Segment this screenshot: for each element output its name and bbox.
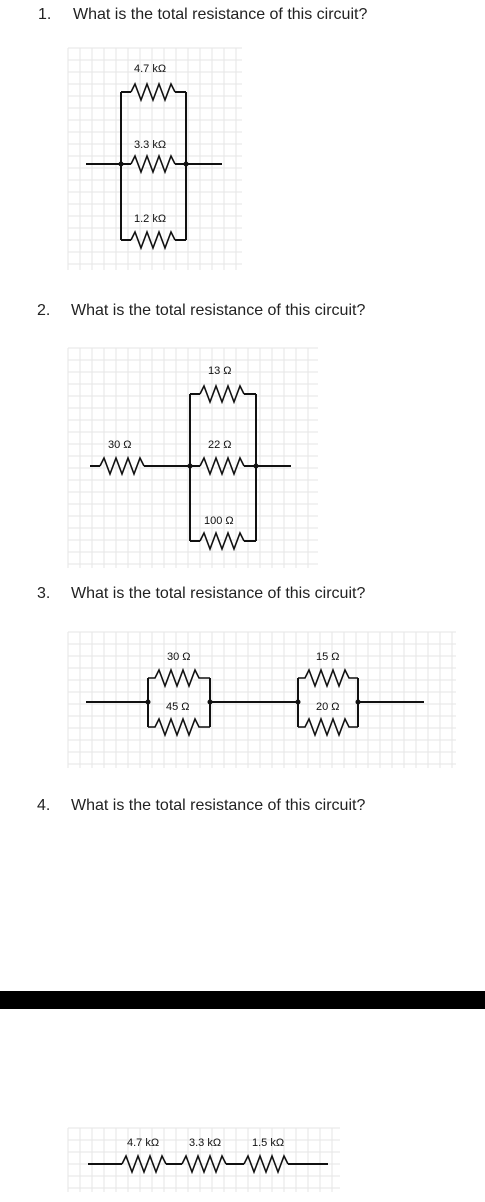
question-number: 4. [37, 797, 51, 814]
resistor-3-3k [130, 153, 176, 175]
question-number: 3. [37, 585, 51, 602]
question-text: What is the total resistance of this cir… [71, 302, 366, 319]
question-text: What is the total resistance of this cir… [71, 585, 366, 602]
label-3-3k-series: 3.3 kΩ [189, 1137, 221, 1149]
question-number: 1. [38, 6, 52, 23]
label-4-7k-series: 4.7 kΩ [127, 1137, 159, 1149]
circuit-3-grid [67, 631, 456, 768]
question-text: What is the total resistance of this cir… [71, 797, 366, 814]
resistor-30b [148, 667, 210, 689]
question-text: What is the total resistance of this cir… [73, 6, 368, 23]
circuit-2-grid [67, 347, 318, 568]
resistor-4-7k-series [121, 1153, 167, 1175]
label-15: 15 Ω [316, 651, 340, 663]
black-divider-bar [0, 991, 485, 1009]
resistor-4-7k [130, 81, 176, 103]
label-100: 100 Ω [204, 515, 234, 527]
label-1-5k-series: 1.5 kΩ [252, 1137, 284, 1149]
resistor-20 [298, 716, 358, 738]
resistor-3-3k-series [181, 1153, 227, 1175]
label-3-3k: 3.3 kΩ [134, 139, 166, 151]
question-3: 3. What is the total resistance of this c… [37, 585, 365, 603]
label-30: 30 Ω [108, 439, 132, 451]
resistor-15 [298, 667, 358, 689]
resistor-45 [148, 716, 210, 738]
label-30b: 30 Ω [167, 651, 191, 663]
resistor-100 [199, 530, 245, 552]
question-number: 2. [37, 302, 51, 319]
label-4-7k: 4.7 kΩ [134, 63, 166, 75]
label-20: 20 Ω [316, 701, 340, 713]
circuit-1-grid [67, 47, 242, 270]
question-4: 4. What is the total resistance of this c… [37, 797, 365, 815]
resistor-1-5k-series [243, 1153, 289, 1175]
resistor-1-2k [130, 229, 176, 251]
label-13: 13 Ω [208, 365, 232, 377]
label-1-2k: 1.2 kΩ [134, 213, 166, 225]
resistor-13 [199, 383, 245, 405]
question-2: 2. What is the total resistance of this c… [37, 302, 365, 320]
question-1: 1. What is the total resistance of this c… [38, 6, 367, 24]
label-45: 45 Ω [166, 701, 190, 713]
resistor-22 [199, 455, 245, 477]
label-22: 22 Ω [208, 439, 232, 451]
resistor-30 [99, 455, 145, 477]
